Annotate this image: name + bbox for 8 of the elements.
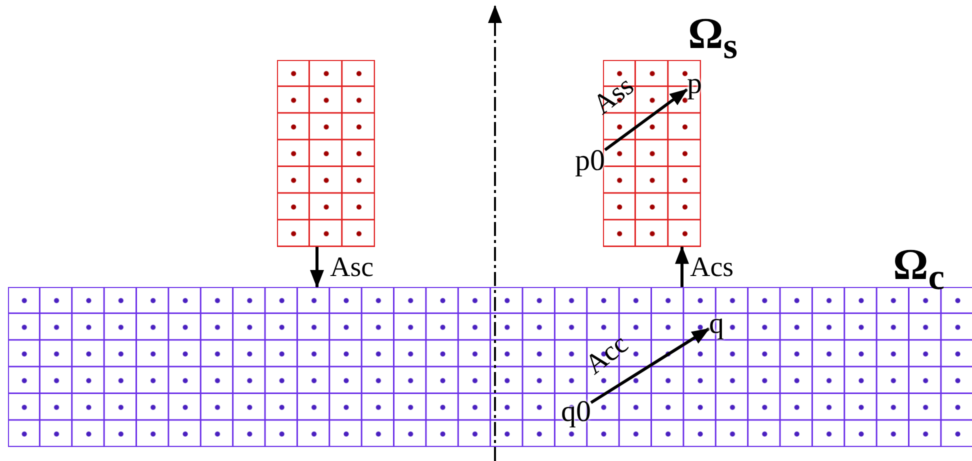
- mesh-grid: [277, 60, 376, 247]
- domain-label: Ω$_{s}$: [688, 12, 738, 68]
- edge-label: Acc: [580, 330, 634, 380]
- edge-label: Ass: [588, 72, 640, 120]
- arrow: [310, 246, 324, 288]
- arrow: [675, 246, 689, 287]
- domain-label: Ω$_{c}$: [893, 243, 945, 299]
- arrow: [604, 88, 688, 152]
